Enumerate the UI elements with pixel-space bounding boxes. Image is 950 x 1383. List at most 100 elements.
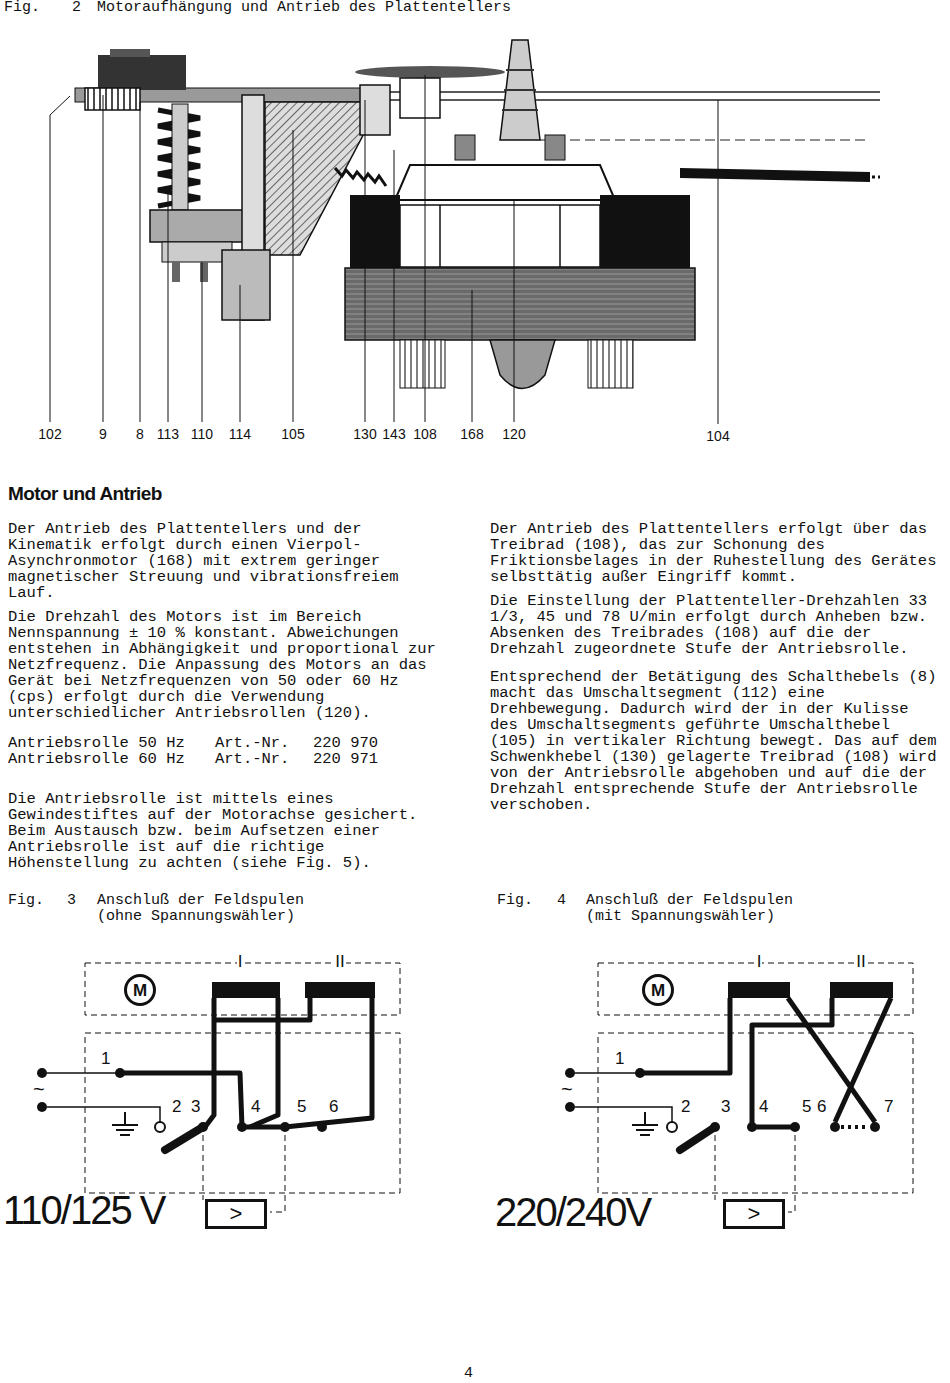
selector-arm xyxy=(680,1127,715,1150)
selector-arm xyxy=(165,1127,203,1150)
figure-number: 3 xyxy=(67,893,76,910)
coil-label: II xyxy=(855,953,866,972)
terminal-dot xyxy=(317,1122,327,1132)
terminal-number: 4 xyxy=(758,1098,769,1117)
motor-cover xyxy=(395,165,615,200)
lever-arm xyxy=(680,168,870,182)
plate-edge xyxy=(375,99,880,101)
leader-line xyxy=(202,262,203,422)
terminal-dot xyxy=(237,1122,247,1132)
motor-symbol: M xyxy=(642,974,674,1006)
page-number: 4 xyxy=(464,1366,473,1383)
motor-frame xyxy=(600,195,690,270)
ground-symbol xyxy=(632,1112,658,1135)
paragraph: Der Antrieb des Plattentellers und der K… xyxy=(8,521,444,601)
callout-number: 8 xyxy=(136,427,144,442)
field-coil-symbol xyxy=(830,982,893,998)
screw xyxy=(172,262,180,282)
terminal-number: 6 xyxy=(328,1098,339,1117)
leader-line xyxy=(50,96,70,422)
terminal-number: 6 xyxy=(816,1098,827,1117)
field-coil-symbol xyxy=(728,982,790,998)
coil-label: II xyxy=(334,953,345,972)
voltage-label: 110/125 V xyxy=(3,1188,164,1232)
wire xyxy=(250,998,278,1127)
leader-line xyxy=(718,100,719,424)
leader-line xyxy=(168,190,169,422)
terminal-number: 2 xyxy=(171,1098,182,1117)
heading: Motor und Antrieb xyxy=(8,484,162,505)
supply-terminal xyxy=(565,1102,575,1112)
terminal-dot xyxy=(635,1068,645,1078)
terminal-number: 5 xyxy=(296,1098,307,1117)
wire xyxy=(214,998,310,1020)
supply-wire xyxy=(575,1073,672,1122)
ac-symbol: ~ xyxy=(33,1078,45,1100)
callout-number: 104 xyxy=(706,429,729,444)
switch-box: > xyxy=(205,1199,267,1229)
voltage-label: 220/240V xyxy=(495,1190,650,1234)
terminal-dot xyxy=(830,1122,840,1132)
terminal-dot xyxy=(280,1122,290,1132)
lower-coil xyxy=(588,340,633,388)
leader-line xyxy=(365,100,366,422)
node-text: M xyxy=(651,982,665,999)
leader-line xyxy=(240,285,241,422)
terminal-dot xyxy=(198,1122,208,1132)
supply-terminal xyxy=(37,1102,47,1112)
table-cell: Antriebsrolle 60 Hz xyxy=(8,751,185,767)
figure-number: 2 xyxy=(72,0,81,17)
callout-number: 114 xyxy=(229,427,251,442)
stator-laminations xyxy=(345,268,695,340)
terminal-open xyxy=(667,1122,677,1132)
callout-number: 113 xyxy=(157,427,179,442)
leader-line xyxy=(293,130,294,422)
terminal-number: 1 xyxy=(614,1050,625,1069)
node-text: > xyxy=(230,1203,243,1225)
dashed-frame xyxy=(85,1033,400,1193)
callout-number: 105 xyxy=(281,427,304,442)
gear xyxy=(85,88,140,110)
terminal-number: 4 xyxy=(250,1098,261,1117)
table-cell: Art.-Nr. xyxy=(215,735,289,751)
text-column: Der Antrieb des Plattentellers erfolgt ü… xyxy=(490,521,945,813)
switch-housing xyxy=(98,55,186,90)
terminal-dot xyxy=(710,1122,720,1132)
coil-lines xyxy=(440,205,560,267)
spindle-steps xyxy=(502,70,538,110)
callout-number: 168 xyxy=(460,427,483,442)
callout-number: 143 xyxy=(382,427,405,442)
table-row: Antriebsrolle 50 HzArt.-Nr.220 970 xyxy=(8,735,444,751)
spindle xyxy=(500,40,540,140)
supply-wire xyxy=(47,1073,160,1122)
field-coil xyxy=(400,205,600,267)
table-cell: Art.-Nr. xyxy=(215,751,289,767)
lower-coil xyxy=(400,340,445,388)
terminal-number: 3 xyxy=(720,1098,731,1117)
plate-edge xyxy=(375,91,880,93)
terminal-open xyxy=(155,1122,165,1132)
terminal-number: 3 xyxy=(190,1098,201,1117)
terminal-number: 1 xyxy=(100,1050,111,1069)
motor-frame xyxy=(350,195,400,270)
screw xyxy=(200,262,208,282)
paragraph: Die Antriebsrolle ist mittels eines Gewi… xyxy=(8,791,444,871)
ground-symbol xyxy=(112,1112,138,1135)
leader-line xyxy=(103,95,104,422)
terminal-dot xyxy=(747,1122,757,1132)
callout-number: 120 xyxy=(502,427,525,442)
paragraph: Die Einstellung der Plattenteller-Drehza… xyxy=(490,593,945,657)
paragraph: Der Antrieb des Plattentellers erfolgt ü… xyxy=(490,521,945,585)
supply-terminal xyxy=(37,1068,47,1078)
field-coil-symbol xyxy=(305,982,375,998)
wiring-220v xyxy=(565,963,913,1212)
table-cell: 220 970 xyxy=(313,735,378,751)
tension-spring xyxy=(335,168,386,186)
terminal-number: 5 xyxy=(801,1098,812,1117)
terminal-dot xyxy=(115,1068,125,1078)
spring-core xyxy=(172,104,188,210)
motor-mechanism xyxy=(75,40,880,389)
leader-line xyxy=(514,200,515,422)
callout-number: 130 xyxy=(353,427,376,442)
